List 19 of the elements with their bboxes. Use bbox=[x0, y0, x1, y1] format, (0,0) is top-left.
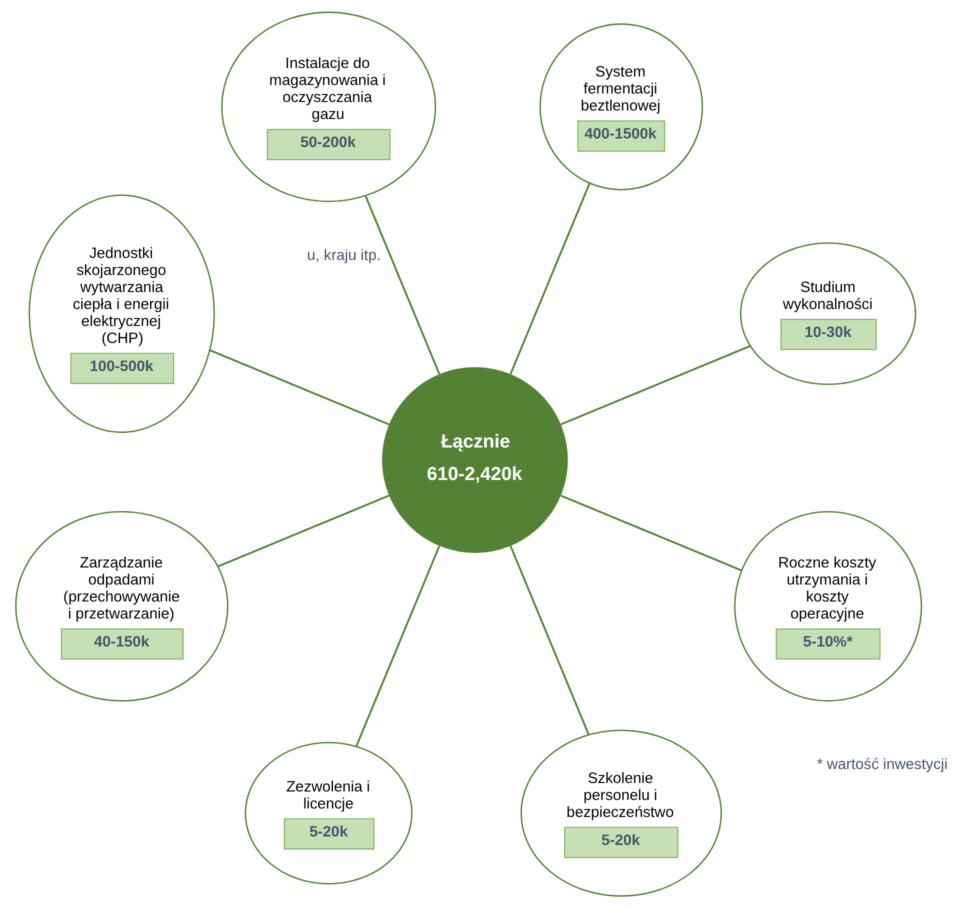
connector bbox=[560, 345, 750, 426]
connector bbox=[560, 494, 742, 572]
node-ellipse: Jednostki skojarzonego wytwarzania ciepła i energii elektrycznej (CHP) 100-500k bbox=[28, 194, 214, 433]
node-ellipse: Instalacje do magazynowania i oczyszczania gazu 50-200k bbox=[220, 12, 436, 202]
node-circle: System fermentacji beztlenowej 400-1500k bbox=[538, 23, 703, 190]
node-ellipse: Zarządzanie odpadami (przechowywanie i przetwarzanie) 40-150k bbox=[14, 511, 228, 702]
node-ellipse: Zezwolenia i licencje 5-20k bbox=[244, 742, 412, 885]
connector bbox=[217, 494, 389, 568]
node-ellipse: Studium wykonalności 10-30k bbox=[739, 242, 916, 386]
connector bbox=[364, 196, 440, 374]
connector bbox=[209, 349, 389, 426]
node-circle: Łącznie 610-2,420k bbox=[382, 367, 568, 553]
label: * wartość inwestycji bbox=[816, 756, 948, 774]
connector bbox=[509, 546, 590, 736]
node-circle: Roczne koszty utrzymania i koszty operacyjne 5-10%* bbox=[734, 511, 922, 702]
connector bbox=[509, 182, 590, 374]
connector bbox=[354, 546, 440, 747]
node-ellipse: Szkolenie personelu i bezpieczeństwo 5-20k bbox=[520, 730, 722, 897]
label: u, kraju itp. bbox=[306, 246, 380, 264]
